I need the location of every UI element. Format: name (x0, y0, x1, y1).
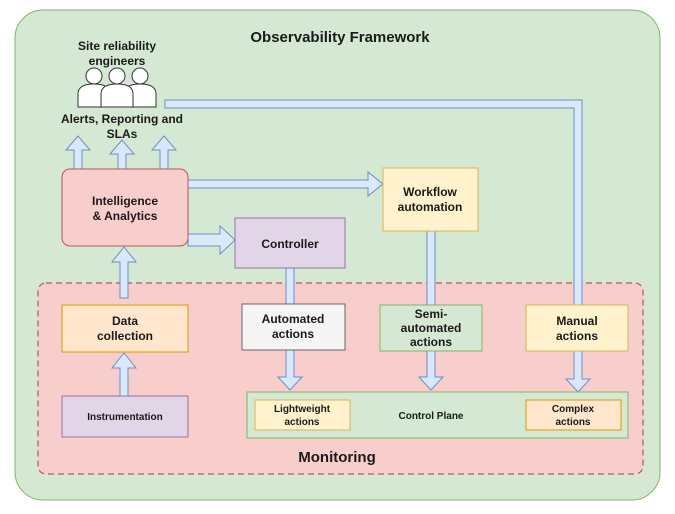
arrow-intel-to-alerts-3 (150, 135, 178, 171)
node-control-plane-label: Control Plane (398, 411, 463, 422)
node-semi-line3: actions (410, 335, 452, 349)
arrow-intel-to-alerts-2 (108, 139, 136, 171)
node-data-collection-line1: Data (112, 314, 138, 328)
alerts-label-line2: SLAs (107, 127, 138, 141)
monitoring-title: Monitoring (298, 449, 375, 466)
node-instrumentation-line1: Instrumentation (87, 412, 163, 423)
node-lightweight-line1: Lightweight (274, 404, 331, 415)
engineers-label-line2: engineers (89, 54, 146, 68)
node-workflow-line2: automation (398, 200, 463, 214)
node-automated-actions (241, 303, 346, 351)
node-data-collection (61, 304, 189, 353)
node-workflow-line1: Workflow (403, 185, 457, 199)
node-instrumentation (61, 395, 189, 438)
arrow-instrumentation-to-data (110, 352, 138, 397)
node-data-collection-line2: collection (97, 329, 153, 343)
node-semi-line2: automated (401, 321, 462, 335)
arrow-intel-to-alerts-1 (64, 135, 92, 171)
node-controller (234, 217, 346, 269)
node-controller-line1: Controller (261, 237, 319, 251)
node-automated-line2: actions (272, 327, 314, 341)
node-manual-line2: actions (556, 329, 598, 343)
node-lightweight-actions (254, 399, 351, 431)
people-group-icon (77, 67, 157, 108)
arrow-intel-to-controller (187, 224, 236, 256)
alerts-label-line1: Alerts, Reporting and (61, 112, 183, 126)
node-intelligence (61, 168, 189, 247)
node-semi-line1: Semi- (415, 307, 448, 321)
node-workflow (382, 167, 479, 232)
node-automated-line1: Automated (262, 312, 325, 326)
framework-title: Observability Framework (250, 29, 430, 46)
node-lightweight-line2: actions (284, 417, 319, 428)
node-manual-actions (525, 304, 629, 352)
node-manual-line1: Manual (556, 314, 597, 328)
node-complex-line2: actions (555, 417, 590, 428)
arrow-engineers-to-control-plane (164, 99, 592, 393)
node-complex-actions (525, 399, 622, 431)
node-intelligence-line2: & Analytics (93, 209, 158, 223)
arrow-data-to-intel (110, 246, 138, 299)
engineers-label-line1: Site reliability (78, 39, 156, 53)
node-complex-line1: Complex (552, 404, 595, 415)
node-semi-automated-actions (379, 304, 483, 352)
arrow-intel-to-workflow (187, 170, 384, 198)
node-intelligence-line1: Intelligence (92, 194, 158, 208)
